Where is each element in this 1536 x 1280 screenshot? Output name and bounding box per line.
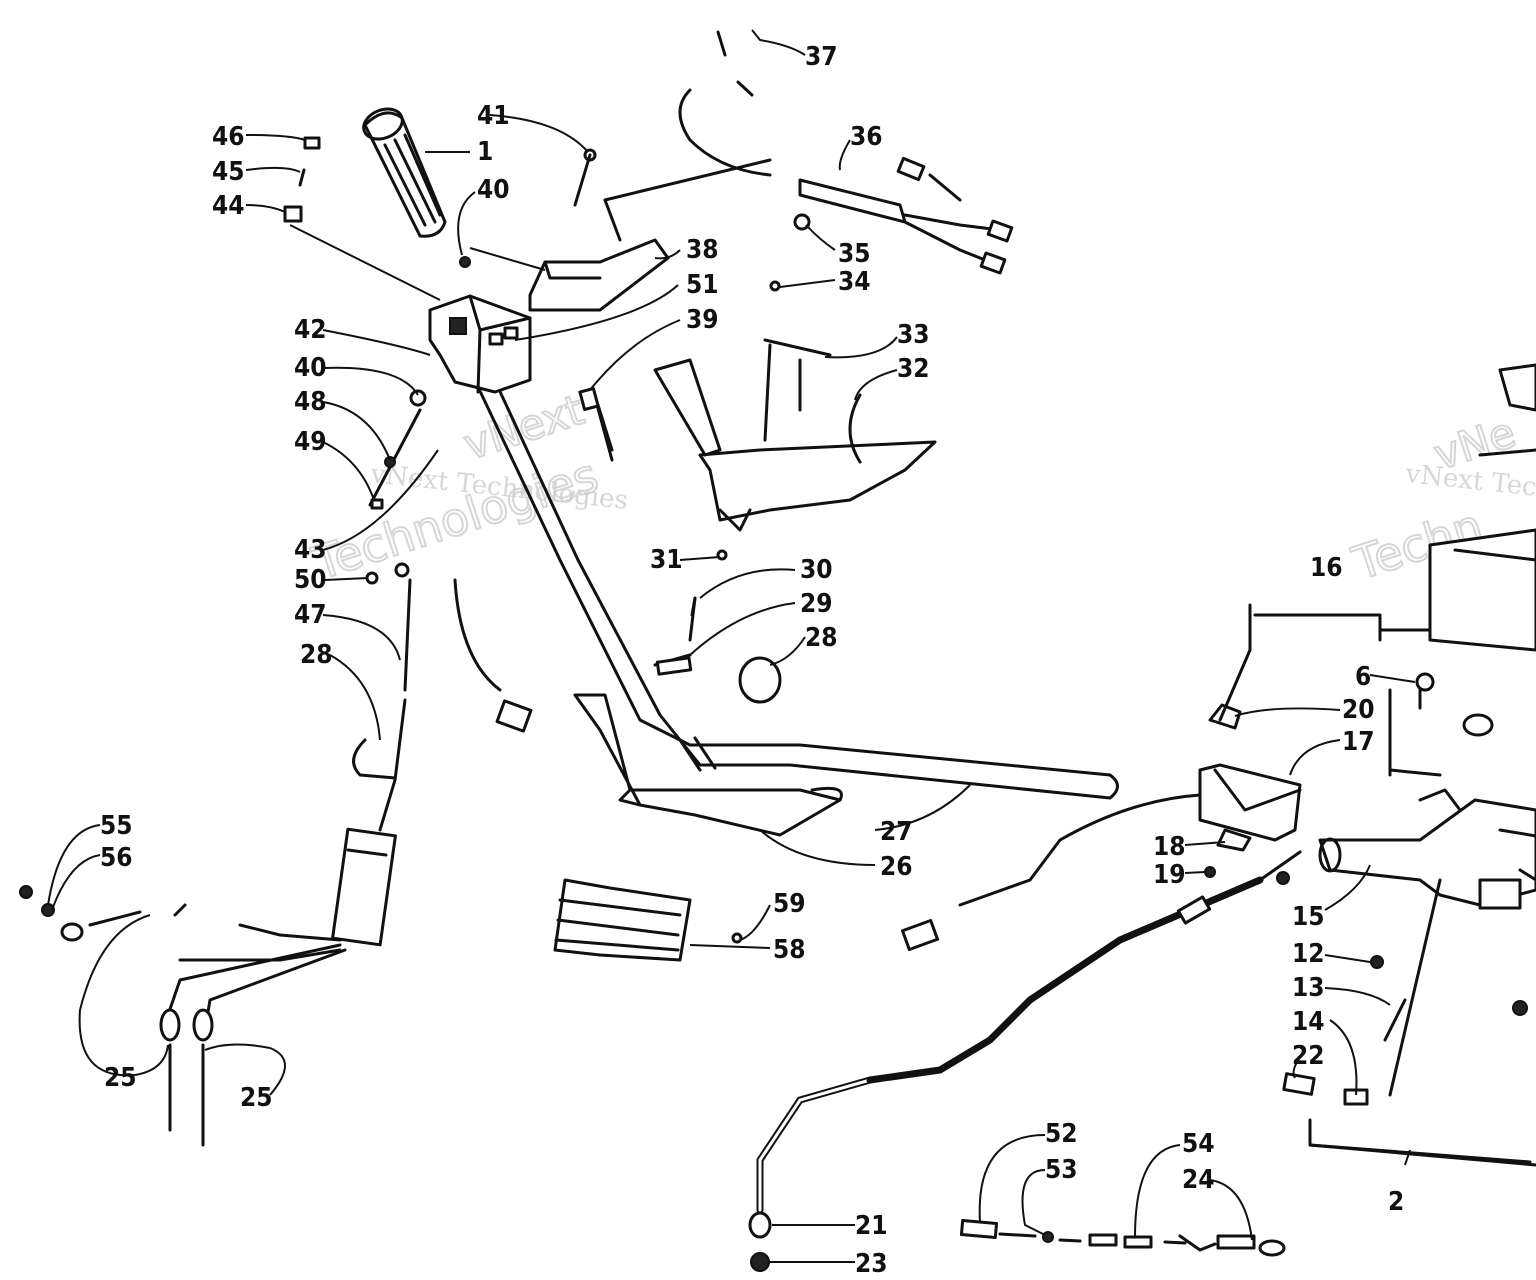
watermark-left: vNext Technologies vNext Technologies [305, 384, 630, 592]
callout-28-right: 28 [805, 623, 838, 653]
callout-6: 6 [1355, 662, 1371, 692]
callout-33: 33 [897, 320, 930, 350]
brake-hose [453, 578, 533, 733]
callout-25-right: 25 [240, 1083, 273, 1113]
small-parts-bottom [959, 1219, 1286, 1257]
callout-44: 44 [212, 191, 245, 221]
callout-24: 24 [1182, 1165, 1215, 1195]
callout-13: 13 [1292, 973, 1325, 1003]
callout-56: 56 [100, 843, 133, 873]
small-fasteners-top [283, 136, 811, 292]
callout-37: 37 [805, 42, 838, 72]
callout-58: 58 [773, 935, 806, 965]
callout-12: 12 [1292, 939, 1325, 969]
throttle-lever [528, 30, 772, 312]
callout-28-left: 28 [300, 640, 333, 670]
callout-20: 20 [1342, 695, 1375, 725]
callout-34: 34 [838, 267, 871, 297]
kill-switch-assembly [798, 156, 1014, 275]
callout-51: 51 [686, 270, 719, 300]
brake-master-cylinder [1198, 603, 1382, 878]
callout-17: 17 [1342, 727, 1375, 757]
right-control-housing [1282, 363, 1536, 1167]
callout-15: 15 [1292, 902, 1325, 932]
callout-29: 29 [800, 589, 833, 619]
callout-2: 2 [1388, 1187, 1404, 1217]
leader-lines [47, 29, 1416, 1263]
callout-36: 36 [850, 122, 883, 152]
callout-42: 42 [294, 315, 327, 345]
callout-40-top: 40 [477, 175, 510, 205]
callout-38: 38 [686, 235, 719, 265]
callout-41: 41 [477, 101, 510, 131]
callout-22: 22 [1292, 1041, 1325, 1071]
hand-grip [362, 107, 447, 238]
callout-25-left: 25 [104, 1063, 137, 1093]
callout-18: 18 [1153, 832, 1186, 862]
callout-19: 19 [1153, 860, 1186, 890]
callout-16: 16 [1310, 553, 1343, 583]
callout-50: 50 [294, 565, 327, 595]
small-fasteners-mid [365, 386, 728, 676]
handlebar [468, 368, 1119, 800]
callout-31: 31 [650, 545, 683, 575]
callout-47: 47 [294, 600, 327, 630]
callout-14: 14 [1292, 1007, 1325, 1037]
callout-55: 55 [100, 811, 133, 841]
callout-48: 48 [294, 387, 327, 417]
callout-39: 39 [686, 305, 719, 335]
throttle-cable-assembly [19, 578, 412, 1147]
callout-52: 52 [1045, 1119, 1078, 1149]
callout-53: 53 [1045, 1155, 1078, 1185]
handlebar-mount-bracket [573, 693, 843, 837]
callout-21: 21 [855, 1211, 888, 1241]
part-callouts: 46 45 44 1 41 40 38 51 39 42 40 48 49 43… [100, 42, 1404, 1279]
callout-32: 32 [897, 354, 930, 384]
callout-49: 49 [294, 427, 327, 457]
wire-harness [900, 793, 1202, 952]
handlebar-pad [653, 338, 937, 532]
callout-45: 45 [212, 157, 245, 187]
callout-30: 30 [800, 555, 833, 585]
callout-1: 1 [477, 137, 493, 167]
callout-46: 46 [212, 122, 245, 152]
callout-43: 43 [294, 535, 327, 565]
callout-54: 54 [1182, 1129, 1215, 1159]
callout-59: 59 [773, 889, 806, 919]
throttle-control-block [428, 294, 532, 394]
callout-40-mid: 40 [294, 353, 327, 383]
brake-cable [748, 850, 1302, 1272]
callout-26: 26 [880, 852, 913, 882]
electronic-module [553, 878, 743, 962]
callout-35: 35 [838, 239, 871, 269]
callout-23: 23 [855, 1249, 888, 1279]
callout-27: 27 [880, 817, 913, 847]
retaining-clip [653, 596, 782, 704]
